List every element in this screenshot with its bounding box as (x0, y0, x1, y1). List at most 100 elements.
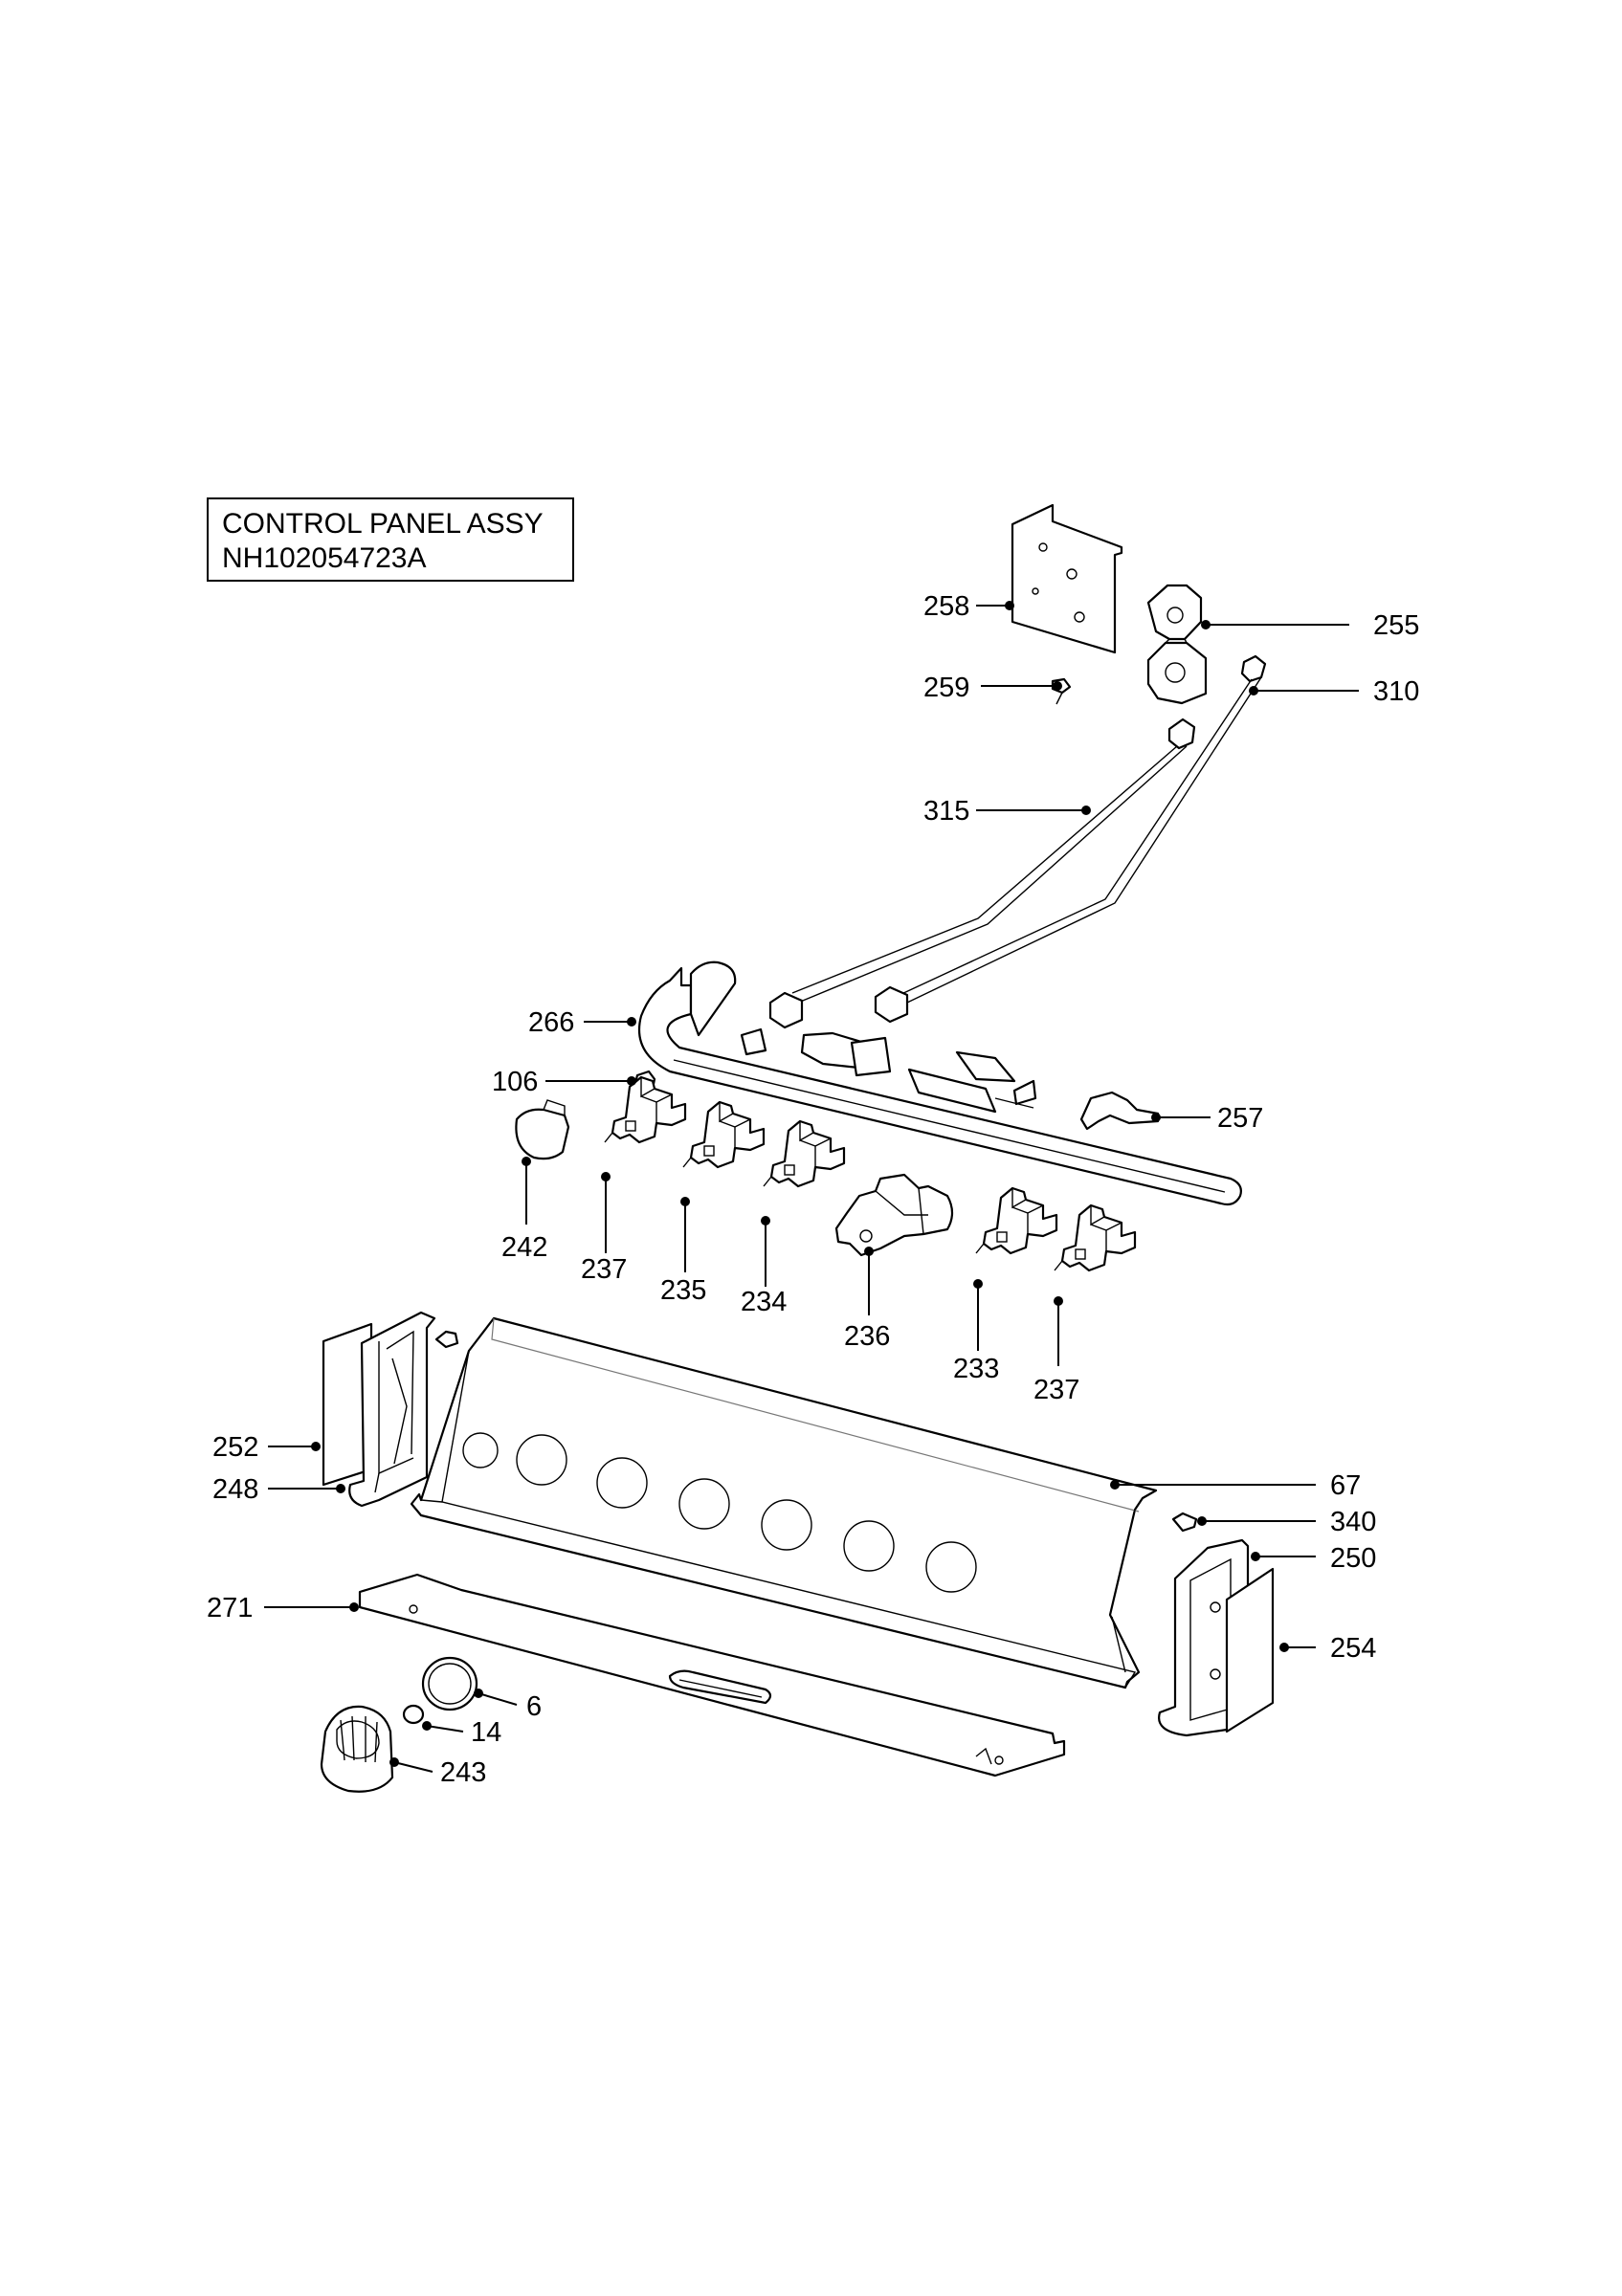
callout-dot (349, 1602, 359, 1612)
callout-237b: 237 (1033, 1296, 1079, 1405)
callout-dot (311, 1442, 321, 1451)
callout-dot (1201, 620, 1211, 629)
callout-271: 271 (207, 1593, 359, 1623)
callout-label: 237 (1033, 1375, 1079, 1405)
callout-237a: 237 (581, 1172, 627, 1285)
callout-6: 6 (474, 1689, 542, 1722)
part-257-clip (1079, 1091, 1160, 1131)
part-271-trim-rail (358, 1573, 1066, 1777)
callout-250: 250 (1251, 1543, 1376, 1574)
part-243-control-knob (320, 1705, 394, 1793)
callout-259: 259 (923, 673, 1062, 703)
callout-label: 266 (528, 1007, 574, 1038)
part-233-gas-tap (975, 1186, 1058, 1255)
knob-hole (761, 1499, 812, 1551)
callout-label: 67 (1330, 1470, 1361, 1501)
part-234-gas-tap (763, 1119, 846, 1188)
callout-67: 67 (1110, 1470, 1361, 1501)
callout-label: 234 (741, 1287, 787, 1317)
callout-dot (1005, 601, 1014, 610)
callout-label: 235 (660, 1275, 706, 1306)
part-14-spring (402, 1704, 425, 1725)
callout-dot (627, 1017, 636, 1027)
callout-255: 255 (1201, 610, 1419, 641)
callout-dot (1053, 681, 1062, 691)
callout-label: 310 (1373, 676, 1419, 707)
callout-label: 6 (526, 1691, 542, 1722)
callout-dot (1251, 1552, 1260, 1561)
callout-dot (1197, 1516, 1207, 1526)
callout-dot (1054, 1296, 1063, 1306)
callout-label: 254 (1330, 1633, 1376, 1664)
part-248-side-bracket-left (348, 1311, 436, 1508)
callout-dot (627, 1076, 636, 1086)
knob-hole (843, 1520, 895, 1572)
callout-label: 242 (501, 1232, 547, 1263)
callout-dot (1110, 1480, 1120, 1490)
knob-hole (516, 1434, 567, 1486)
part-235-gas-tap (682, 1100, 766, 1169)
callout-label: 259 (923, 673, 969, 703)
callout-leader-line (393, 1761, 433, 1773)
callout-266: 266 (528, 1007, 636, 1038)
callout-242: 242 (501, 1157, 547, 1263)
callout-label: 271 (207, 1593, 253, 1623)
part-258-bracket (1011, 503, 1123, 654)
callout-label: 315 (923, 796, 969, 827)
callout-dot (761, 1216, 770, 1225)
part-242-switch (515, 1099, 570, 1160)
callout-315: 315 (923, 796, 1091, 827)
callout-label: 255 (1373, 610, 1419, 641)
callout-dot (680, 1197, 690, 1206)
callout-233: 233 (953, 1279, 999, 1384)
assembly-title: CONTROL PANEL ASSY (222, 508, 544, 540)
callout-leader-line (478, 1692, 518, 1706)
callout-dot (973, 1279, 983, 1289)
callout-label: 236 (844, 1321, 890, 1352)
part-237-gas-tap-b (1054, 1203, 1137, 1272)
callout-106: 106 (492, 1067, 636, 1097)
knob-hole (678, 1478, 730, 1530)
callout-label: 248 (212, 1474, 258, 1505)
part-255-valve-block (1146, 584, 1208, 705)
callout-252: 252 (212, 1432, 321, 1463)
callout-dot (1249, 686, 1258, 695)
callout-14: 14 (422, 1717, 501, 1748)
part-237-gas-tap-a (604, 1075, 687, 1144)
callout-label: 257 (1217, 1103, 1263, 1134)
callout-dot (1081, 806, 1091, 815)
callout-label: 250 (1330, 1543, 1376, 1574)
knob-hole (462, 1432, 499, 1468)
callout-dot (864, 1247, 874, 1256)
part-6-bezel-ring (421, 1656, 478, 1711)
callout-257: 257 (1151, 1103, 1263, 1134)
callout-dot (522, 1157, 531, 1166)
callout-dot (1279, 1643, 1289, 1652)
callout-label: 252 (212, 1432, 258, 1463)
callout-340: 340 (1197, 1507, 1376, 1537)
callout-label: 106 (492, 1067, 538, 1097)
callout-label: 14 (471, 1717, 501, 1748)
callout-label: 340 (1330, 1507, 1376, 1537)
part-315-gas-tube (768, 718, 1196, 1029)
callout-leader-line (426, 1725, 464, 1733)
part-266-gas-manifold (637, 960, 1242, 1206)
part-67-control-panel (410, 1316, 1158, 1689)
callout-label: 237 (581, 1254, 627, 1285)
callout-dot (422, 1721, 432, 1731)
part-254-insulation-right (1225, 1567, 1275, 1733)
callout-310: 310 (1249, 676, 1419, 707)
part-236-oven-valve (834, 1173, 954, 1257)
callout-243: 243 (389, 1757, 486, 1788)
part-340-clip (1171, 1512, 1198, 1533)
callout-group: 258 255 259 310 315 266 106 257 242 237 235 234 236 2… (207, 591, 1419, 1788)
callout-234: 234 (741, 1216, 787, 1317)
callout-236: 236 (844, 1247, 890, 1352)
callout-label: 243 (440, 1757, 486, 1788)
callout-248: 248 (212, 1474, 345, 1505)
title-box: CONTROL PANEL ASSY NH102054723A (207, 497, 574, 582)
callout-dot (601, 1172, 611, 1181)
callout-dot (336, 1484, 345, 1493)
callout-label: 258 (923, 591, 969, 622)
